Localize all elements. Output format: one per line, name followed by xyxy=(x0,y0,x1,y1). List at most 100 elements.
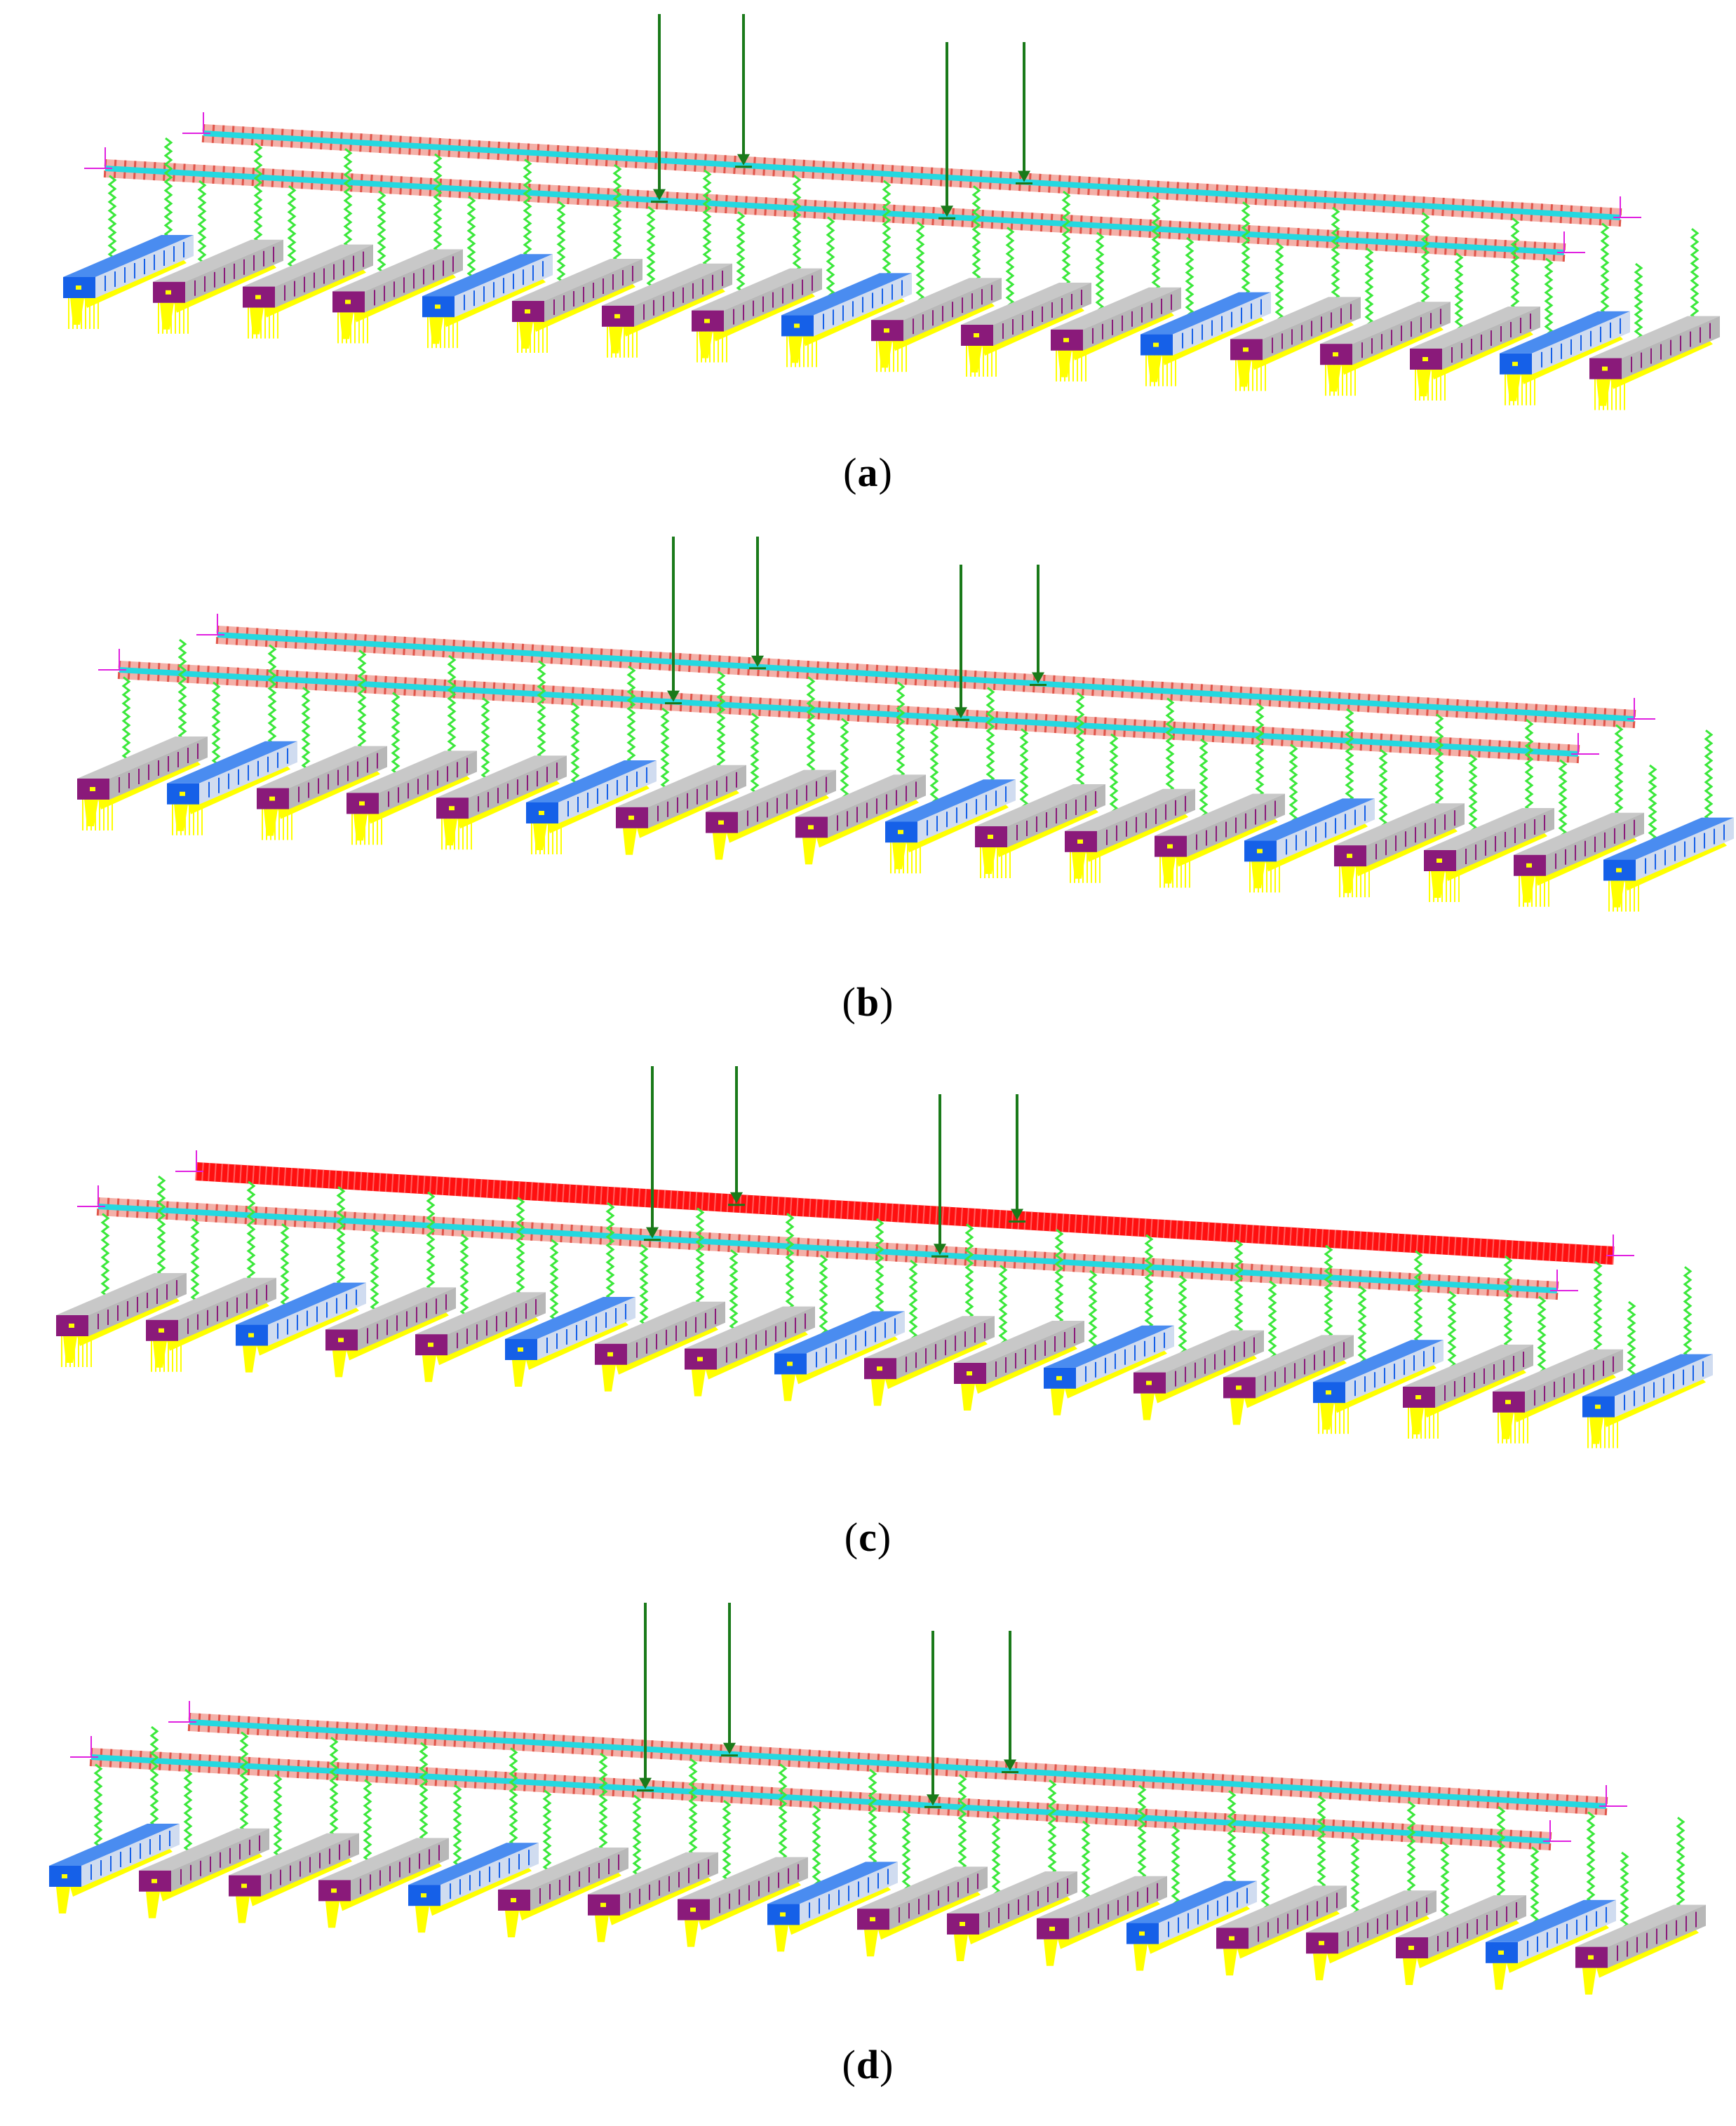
hanger xyxy=(363,1779,372,1867)
load-arrow-3 xyxy=(644,1066,661,1242)
hanger xyxy=(875,1218,884,1316)
hanger xyxy=(985,687,995,784)
hanger xyxy=(419,1742,429,1843)
hanger xyxy=(915,221,925,307)
hanger xyxy=(660,707,670,794)
load-arrow-2 xyxy=(1016,42,1032,185)
hanger xyxy=(1350,1836,1360,1920)
hanger xyxy=(840,718,849,804)
hanger xyxy=(516,1197,525,1297)
hanger xyxy=(1260,1831,1270,1915)
hanger xyxy=(1151,196,1161,292)
hanger xyxy=(736,211,746,297)
hanger xyxy=(1704,729,1714,822)
hanger xyxy=(806,676,816,774)
hanger xyxy=(1019,728,1029,814)
girder-block-18 xyxy=(1582,1354,1713,1448)
hanger xyxy=(1047,1779,1057,1876)
load-arrow-1 xyxy=(721,1603,738,1757)
panel-caption-letter: b xyxy=(856,979,880,1025)
hanger xyxy=(957,1774,967,1871)
load-arrow-3 xyxy=(665,537,682,705)
hanger xyxy=(1227,1790,1237,1885)
hanger xyxy=(93,1763,103,1853)
hanger xyxy=(908,1259,918,1345)
hanger xyxy=(1234,1239,1244,1335)
hanger xyxy=(1088,1270,1098,1354)
hanger xyxy=(882,180,891,278)
girder-block-10 xyxy=(871,278,1002,372)
hanger xyxy=(646,206,656,292)
girder-block-4 xyxy=(325,1287,456,1378)
hanger xyxy=(329,1737,339,1838)
back-main-beam xyxy=(168,1701,1627,1816)
hanger xyxy=(246,1180,256,1282)
load-arrow-4 xyxy=(931,1094,948,1258)
hanger xyxy=(1241,201,1251,297)
girder-block-1 xyxy=(77,736,208,830)
hanger xyxy=(177,638,187,741)
hanger xyxy=(377,190,386,278)
back-main-beam xyxy=(196,614,1655,729)
hanger xyxy=(1378,748,1388,833)
girder-block-7 xyxy=(616,765,746,855)
hanger xyxy=(370,1228,379,1317)
hanger xyxy=(929,722,939,809)
girder-block-11 xyxy=(975,784,1105,878)
hanger xyxy=(287,185,297,274)
girder-block-11 xyxy=(947,1871,1077,1961)
girder-block-4 xyxy=(332,249,463,344)
girder-block-5 xyxy=(436,755,567,850)
hanger xyxy=(542,1789,552,1877)
hanger xyxy=(1420,212,1430,307)
hanger xyxy=(901,1810,911,1896)
panel-c: (c) xyxy=(0,1052,1736,1584)
hanger xyxy=(1496,1805,1506,1900)
load-arrow-1 xyxy=(749,537,766,670)
hanger xyxy=(1061,190,1071,288)
girder-block-5 xyxy=(408,1843,539,1933)
hanger xyxy=(357,650,367,751)
hanger xyxy=(1524,718,1534,813)
back-main-beam xyxy=(175,1150,1634,1265)
panel-a: (a) xyxy=(0,0,1736,532)
girder-block-14 xyxy=(1223,1335,1354,1425)
girder-block-9 xyxy=(795,774,926,865)
girder-block-6 xyxy=(512,259,642,353)
hanger xyxy=(537,660,546,760)
hanger xyxy=(750,713,760,799)
girder-block-17 xyxy=(1486,1899,1616,1990)
hanger xyxy=(1558,759,1568,842)
girder-block-6 xyxy=(526,760,657,854)
girder-block-17 xyxy=(1514,812,1644,907)
hanger xyxy=(991,1815,1001,1901)
girder-block-17 xyxy=(1500,311,1630,405)
panel-caption: (b) xyxy=(842,979,894,1025)
hanger xyxy=(688,1758,698,1857)
hanger xyxy=(509,1747,518,1848)
panel-caption-letter: a xyxy=(857,450,879,495)
bridge-model-view xyxy=(63,14,1720,410)
hanger xyxy=(722,1800,732,1886)
girder-block-12 xyxy=(1051,287,1181,382)
girder-block-17 xyxy=(1493,1349,1623,1444)
load-arrow-3 xyxy=(637,1603,654,1792)
girder-block-2 xyxy=(167,741,297,835)
hanger xyxy=(1447,1291,1457,1374)
hanger xyxy=(163,137,173,240)
girder-block-10 xyxy=(864,1316,995,1406)
hanger xyxy=(253,142,263,244)
hanger xyxy=(1137,1784,1147,1881)
hanger xyxy=(280,1223,290,1312)
hanger xyxy=(1274,242,1284,326)
hanger xyxy=(1600,222,1610,316)
hanger xyxy=(1267,1280,1277,1364)
hanger xyxy=(466,195,476,283)
girder-block-8 xyxy=(692,268,822,363)
hanger xyxy=(1144,1234,1154,1330)
girder-block-13 xyxy=(1155,793,1285,888)
girder-block-18 xyxy=(1575,1904,1706,1995)
hanger xyxy=(896,681,906,779)
hanger xyxy=(190,1218,200,1307)
hanger xyxy=(1185,237,1195,321)
